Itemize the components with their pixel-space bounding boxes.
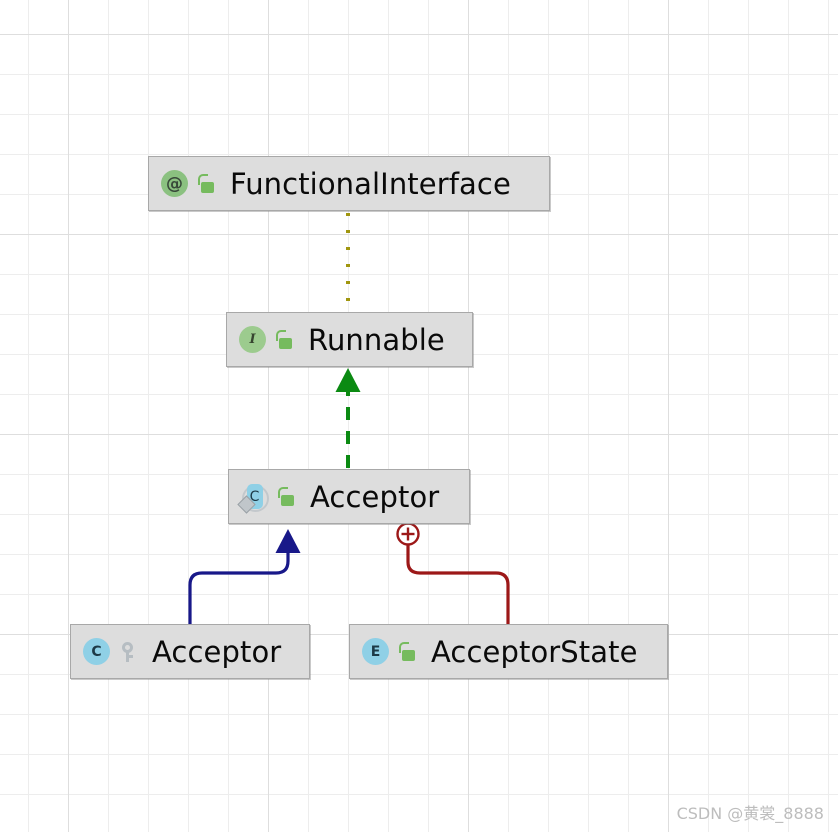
node-label: FunctionalInterface bbox=[230, 166, 511, 201]
node-functional-interface[interactable]: @ FunctionalInterface bbox=[148, 156, 550, 211]
interface-badge-letter: I bbox=[239, 326, 266, 353]
node-acceptor-inner[interactable]: C Acceptor bbox=[228, 469, 470, 524]
implements-arrowhead-icon bbox=[335, 368, 361, 392]
node-acceptor[interactable]: C Acceptor bbox=[70, 624, 310, 679]
public-open-padlock-icon bbox=[277, 486, 296, 507]
node-acceptor-state[interactable]: E AcceptorState bbox=[349, 624, 668, 679]
interface-icon: I bbox=[239, 326, 266, 353]
class-badge-letter: C bbox=[83, 638, 110, 665]
watermark: CSDN @黄裳_8888 bbox=[676, 804, 824, 823]
inheritance-line bbox=[188, 553, 290, 626]
circle-plus-icon bbox=[396, 522, 420, 546]
enum-badge-letter: E bbox=[362, 638, 389, 665]
inner-class-icon: C bbox=[237, 483, 269, 514]
class-icon: C bbox=[83, 638, 110, 665]
inheritance-arrowhead-icon bbox=[275, 529, 301, 553]
nested-line bbox=[406, 545, 510, 626]
annotation-badge-letter: @ bbox=[161, 170, 188, 197]
edge-inheritance-link[interactable] bbox=[188, 529, 301, 626]
package-private-key-icon bbox=[119, 641, 138, 662]
node-label: Runnable bbox=[308, 322, 445, 357]
public-open-padlock-icon bbox=[275, 329, 294, 350]
enum-icon: E bbox=[362, 638, 389, 665]
node-label: Acceptor bbox=[310, 479, 440, 514]
public-open-padlock-icon bbox=[197, 173, 216, 194]
node-label: Acceptor bbox=[152, 634, 282, 669]
public-open-padlock-icon bbox=[398, 641, 417, 662]
edge-implements-link[interactable] bbox=[335, 368, 361, 468]
annotation-at-icon: @ bbox=[161, 170, 188, 197]
node-label: AcceptorState bbox=[431, 634, 638, 669]
edge-nested-link[interactable] bbox=[396, 522, 510, 627]
node-runnable[interactable]: I Runnable bbox=[226, 312, 473, 367]
